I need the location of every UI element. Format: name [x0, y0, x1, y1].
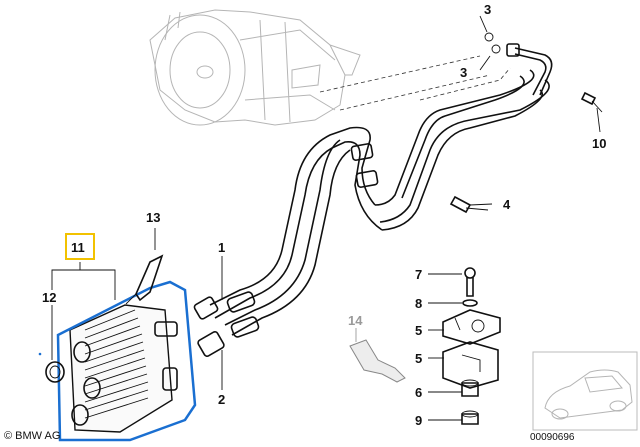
bracket-14[interactable]: [349, 339, 406, 383]
callout-10[interactable]: 10: [592, 136, 606, 151]
callout-2[interactable]: 2: [218, 392, 225, 407]
callout-8[interactable]: 8: [415, 296, 422, 311]
leader-lines: [51, 15, 601, 421]
bolt-10[interactable]: [580, 91, 603, 113]
bolt-7[interactable]: [464, 267, 476, 297]
callouts: 3 3 10 4 13 11 12 1 2 7 8 5 5 14 6 9: [42, 2, 606, 428]
grommet-9[interactable]: [461, 410, 479, 425]
callout-13[interactable]: 13: [146, 210, 160, 225]
bracket-13[interactable]: [125, 254, 164, 305]
oil-cooler-lines[interactable]: [193, 69, 550, 357]
mount-5b[interactable]: [442, 341, 499, 389]
callout-9[interactable]: 9: [415, 413, 422, 428]
diagram-number: 00090696: [530, 432, 575, 443]
bolt-4[interactable]: [449, 195, 489, 214]
washer-8[interactable]: [462, 299, 478, 307]
mount-5a[interactable]: [442, 309, 501, 345]
transmission-ghost: [149, 9, 361, 126]
callout-7[interactable]: 7: [415, 267, 422, 282]
callout-3a[interactable]: 3: [484, 2, 491, 17]
callout-14[interactable]: 14: [348, 313, 363, 328]
callout-6[interactable]: 6: [415, 385, 422, 400]
highlighted-callout-box: [65, 233, 95, 260]
dashed-guides: [319, 55, 511, 111]
vehicle-thumbnail: [532, 351, 638, 431]
callout-3b[interactable]: 3: [460, 65, 467, 80]
seal-ring[interactable]: [38, 352, 65, 383]
callout-12[interactable]: 12: [42, 290, 56, 305]
callout-11[interactable]: 11: [71, 240, 85, 255]
callout-5b[interactable]: 5: [415, 351, 422, 366]
callout-4[interactable]: 4: [503, 197, 511, 212]
oil-cooler[interactable]: [56, 280, 197, 442]
copyright-text: © BMW AG: [4, 430, 61, 442]
upper-pipe-ends: [484, 32, 553, 96]
selection-outline: [56, 280, 197, 442]
callout-1[interactable]: 1: [218, 240, 225, 255]
callout-5a[interactable]: 5: [415, 323, 422, 338]
